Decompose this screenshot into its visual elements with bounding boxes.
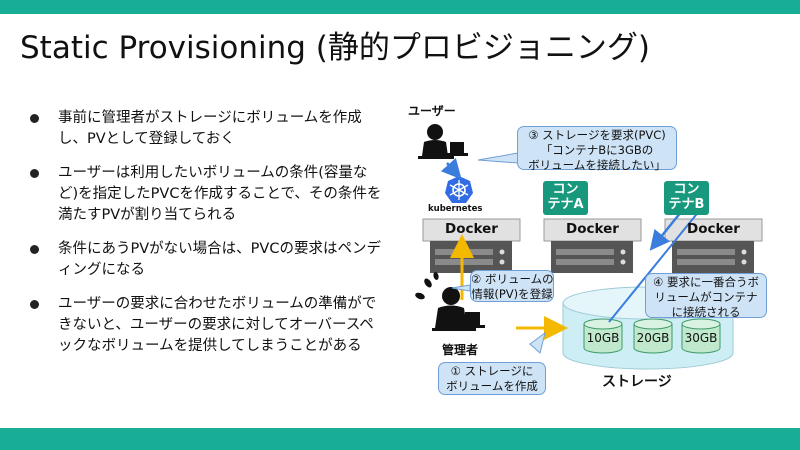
callout-tail [529,331,546,354]
user-icon [418,124,468,159]
volume-label: 20GB [636,331,670,345]
bullet-item: 事前に管理者がストレージにボリュームを作成し、PVとして登録しておく [30,108,374,150]
volume-label: 30GB [684,331,718,345]
arrow-user-to-k8s [440,157,462,180]
bullet-text: ユーザーは利用したいボリュームの条件(容量など)を指定したPVCを作成することで… [58,165,382,223]
admin-icon [415,272,485,331]
kubernetes-icon [445,176,473,203]
arrow-k8s-to-docker [649,211,682,251]
arrow-volume-to-container [608,209,701,323]
callout-tail [477,152,519,164]
bottom-accent-bar [0,428,800,450]
volume-cylinder [633,318,673,354]
top-accent-bar [0,0,800,14]
docker-label: Docker [687,221,740,237]
callout-step1: ① ストレージに ボリュームを作成 [438,362,546,395]
volume-label: 10GB [586,331,620,345]
admin-label: 管理者 [442,343,479,357]
volume-cylinder [583,318,623,354]
docker-server [543,218,642,273]
user-label: ユーザー [408,104,456,118]
bullet-dot-icon [30,169,39,178]
storage-label: ストレージ [602,374,672,390]
bullet-text: ユーザーの要求に合わせたボリュームの準備ができないと、ユーザーの要求に対してオー… [58,296,377,354]
callout-step3: ③ ストレージを要求(PVC) 「コンテナBに3GBの ボリュームを接続したい」 [517,126,677,172]
slide-title: Static Provisioning (静的プロビジョニング) [20,30,650,66]
docker-label: Docker [445,221,498,237]
container-b-tag: コン テナB [664,181,709,215]
volume-cylinder [681,318,721,354]
docker-label: Docker [566,221,619,237]
callout-step4: ④ 要求に一番合うボ リュームがコンテナ に接続される [645,273,767,319]
kubernetes-label: kubernetes [428,204,483,214]
bullet-dot-icon [30,300,39,309]
bullet-text: 事前に管理者がストレージにボリュームを作成し、PVとして登録しておく [58,110,362,147]
bullet-list: 事前に管理者がストレージにボリュームを作成し、PVとして登録しておく ユーザーは… [30,108,390,370]
bullet-item: 条件にあうPVがない場合は、PVCの要求はペンディングになる [30,239,383,281]
container-a-tag: コン テナA [543,181,588,215]
bullet-dot-icon [30,114,39,123]
bullet-text: 条件にあうPVがない場合は、PVCの要求はペンディングになる [58,241,381,278]
bullet-item: ユーザーの要求に合わせたボリュームの準備ができないと、ユーザーの要求に対してオー… [30,294,383,357]
bullet-item: ユーザーは利用したいボリュームの条件(容量など)を指定したPVCを作成することで… [30,163,383,226]
bullet-dot-icon [30,245,39,254]
callout-step2: ② ボリュームの 情報(PV)を登録 [470,270,554,302]
